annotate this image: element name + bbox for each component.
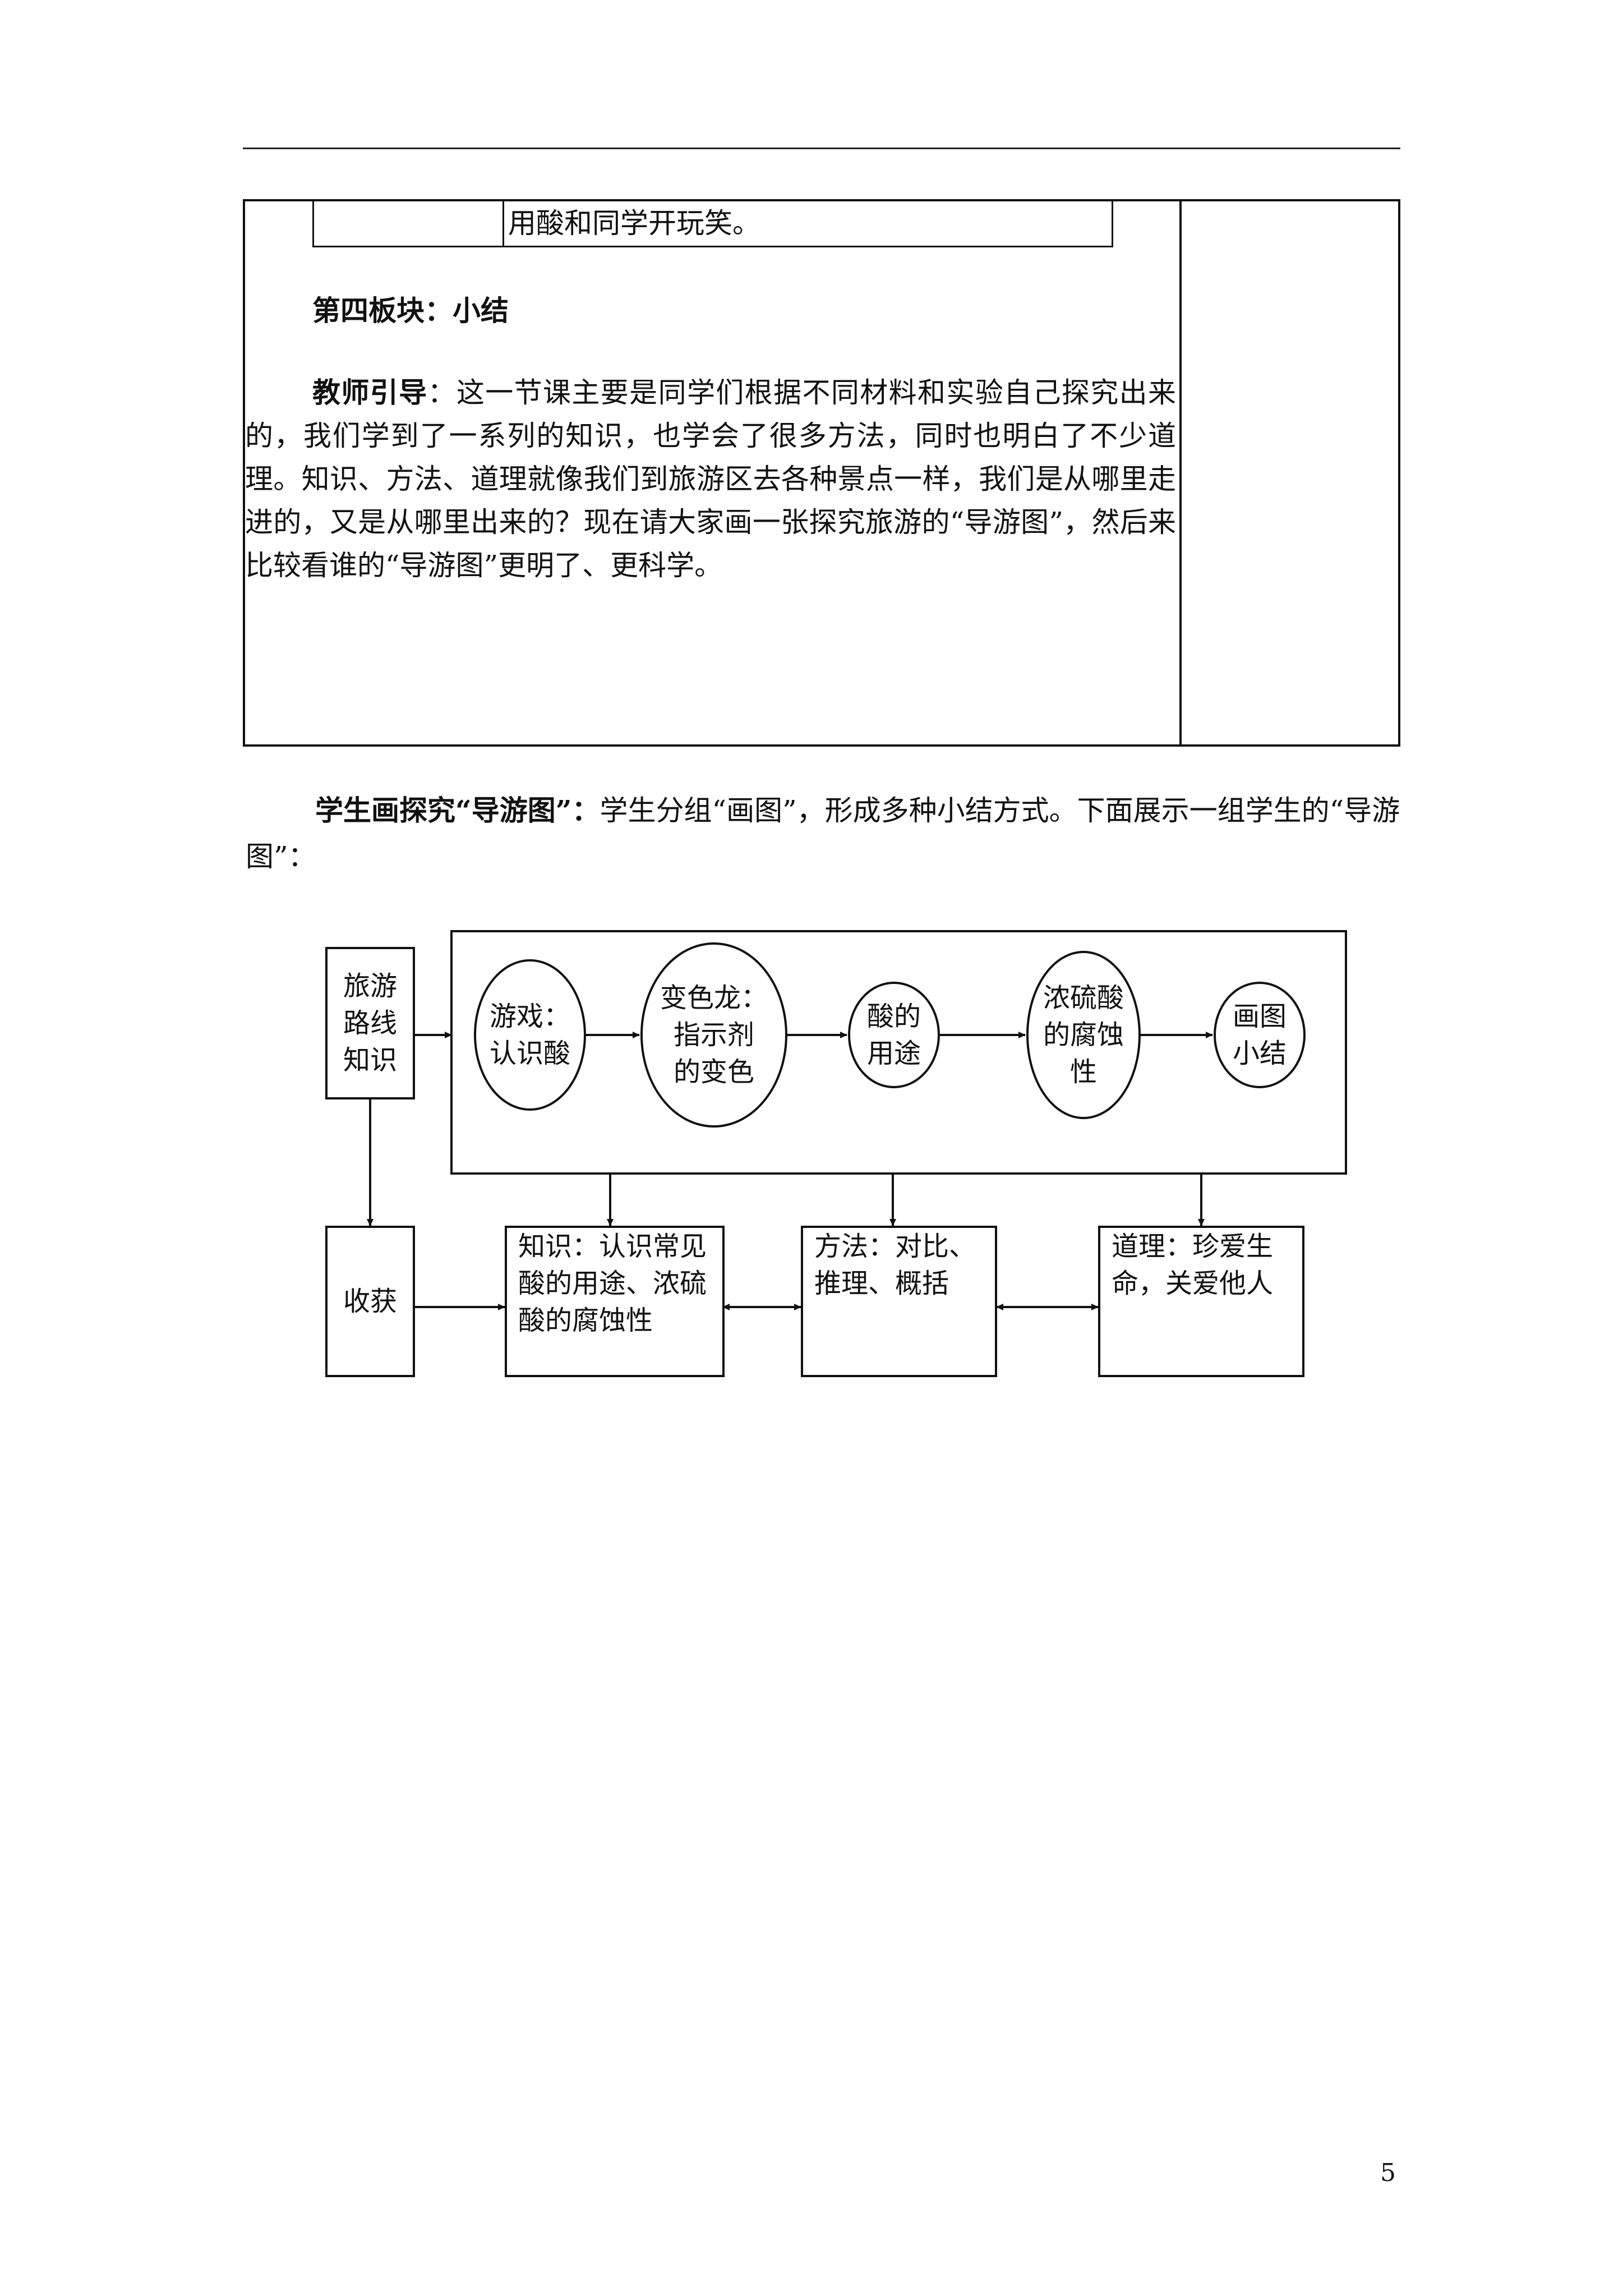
carryover-table-row: 用酸和同学开玩笑。 <box>312 201 1113 247</box>
stop-line: 游戏： <box>489 1001 570 1032</box>
stop-game-oval: 游戏： 认识酸 <box>474 959 586 1111</box>
harvest-box: 收获 <box>325 1226 415 1377</box>
route-knowledge-line: 旅游 <box>343 970 397 1002</box>
section-title: 第四板块：小结 <box>312 294 509 327</box>
stop-line: 用途 <box>866 1038 921 1069</box>
route-frame <box>450 930 1347 1175</box>
harvest-label: 收获 <box>343 1286 397 1317</box>
stop-acid-use-oval: 酸的 用途 <box>848 982 940 1088</box>
principle-line: 命，关爱他人 <box>1112 1268 1274 1299</box>
caption-text: 学生分组“画图”，形成多种小结方式。下面展示一组学生的“导游图”： <box>246 794 1400 873</box>
tour-guide-map-diagram: 旅游 路线 知识 游戏： 认识酸 变色龙： 指示剂 的变色 酸的 用途 浓硫酸 … <box>320 920 1352 1380</box>
stop-line: 浓硫酸 <box>1043 982 1124 1014</box>
principle-box: 道理：珍爱生 命，关爱他人 <box>1098 1226 1304 1377</box>
carryover-text: 用酸和同学开玩笑。 <box>508 207 760 240</box>
method-box: 方法：对比、 推理、概括 <box>801 1226 997 1377</box>
page-number: 5 <box>1380 2159 1396 2187</box>
method-line: 方法：对比、 <box>814 1231 976 1262</box>
method-line: 推理、概括 <box>814 1268 949 1299</box>
route-knowledge-line: 路线 <box>343 1007 397 1039</box>
stop-line: 的变色 <box>673 1056 754 1088</box>
stop-line: 画图 <box>1232 1001 1287 1032</box>
inner-cell-divider <box>502 201 504 246</box>
diagram-connectors <box>367 930 1347 1310</box>
route-knowledge-box: 旅游 路线 知识 <box>325 947 415 1099</box>
principle-line: 道理：珍爱生 <box>1112 1231 1274 1262</box>
header-rule <box>243 148 1400 149</box>
indent <box>245 376 312 409</box>
teacher-guidance-label: 教师引导 <box>312 376 428 409</box>
stop-line: 性 <box>1069 1056 1097 1088</box>
table-column-divider <box>1179 201 1182 744</box>
stop-line: 指示剂 <box>673 1019 754 1051</box>
stop-line: 酸的 <box>866 1001 921 1032</box>
stop-line: 的腐蚀 <box>1043 1019 1124 1051</box>
indent <box>246 794 315 827</box>
teacher-guidance-paragraph: 教师引导：这一节课主要是同学们根据不同材料和实验自己探究出来的，我们学到了一系列… <box>245 371 1176 587</box>
lesson-table: 用酸和同学开玩笑。 第四板块：小结 教师引导：这一节课主要是同学们根据不同材料和… <box>243 199 1400 747</box>
student-map-caption: 学生画探究“导游图”：学生分组“画图”，形成多种小结方式。下面展示一组学生的“导… <box>246 788 1401 880</box>
route-knowledge-line: 知识 <box>343 1045 397 1076</box>
stop-chameleon-oval: 变色龙： 指示剂 的变色 <box>640 942 787 1128</box>
knowledge-line: 酸的用途、浓硫 <box>518 1268 707 1299</box>
stop-line: 认识酸 <box>489 1038 570 1069</box>
caption-label: 学生画探究“导游图”： <box>315 794 600 827</box>
knowledge-line: 知识：认识常见 <box>518 1231 707 1262</box>
stop-summary-oval: 画图 小结 <box>1214 982 1306 1088</box>
knowledge-line: 酸的腐蚀性 <box>518 1305 653 1336</box>
stop-sulfuric-acid-oval: 浓硫酸 的腐蚀 性 <box>1026 951 1141 1119</box>
stop-line: 小结 <box>1232 1038 1287 1069</box>
teacher-guidance-text: ：这一节课主要是同学们根据不同材料和实验自己探究出来的，我们学到了一系列的知识，… <box>245 376 1177 582</box>
knowledge-box: 知识：认识常见 酸的用途、浓硫 酸的腐蚀性 <box>505 1226 725 1377</box>
stop-line: 变色龙： <box>660 982 768 1014</box>
